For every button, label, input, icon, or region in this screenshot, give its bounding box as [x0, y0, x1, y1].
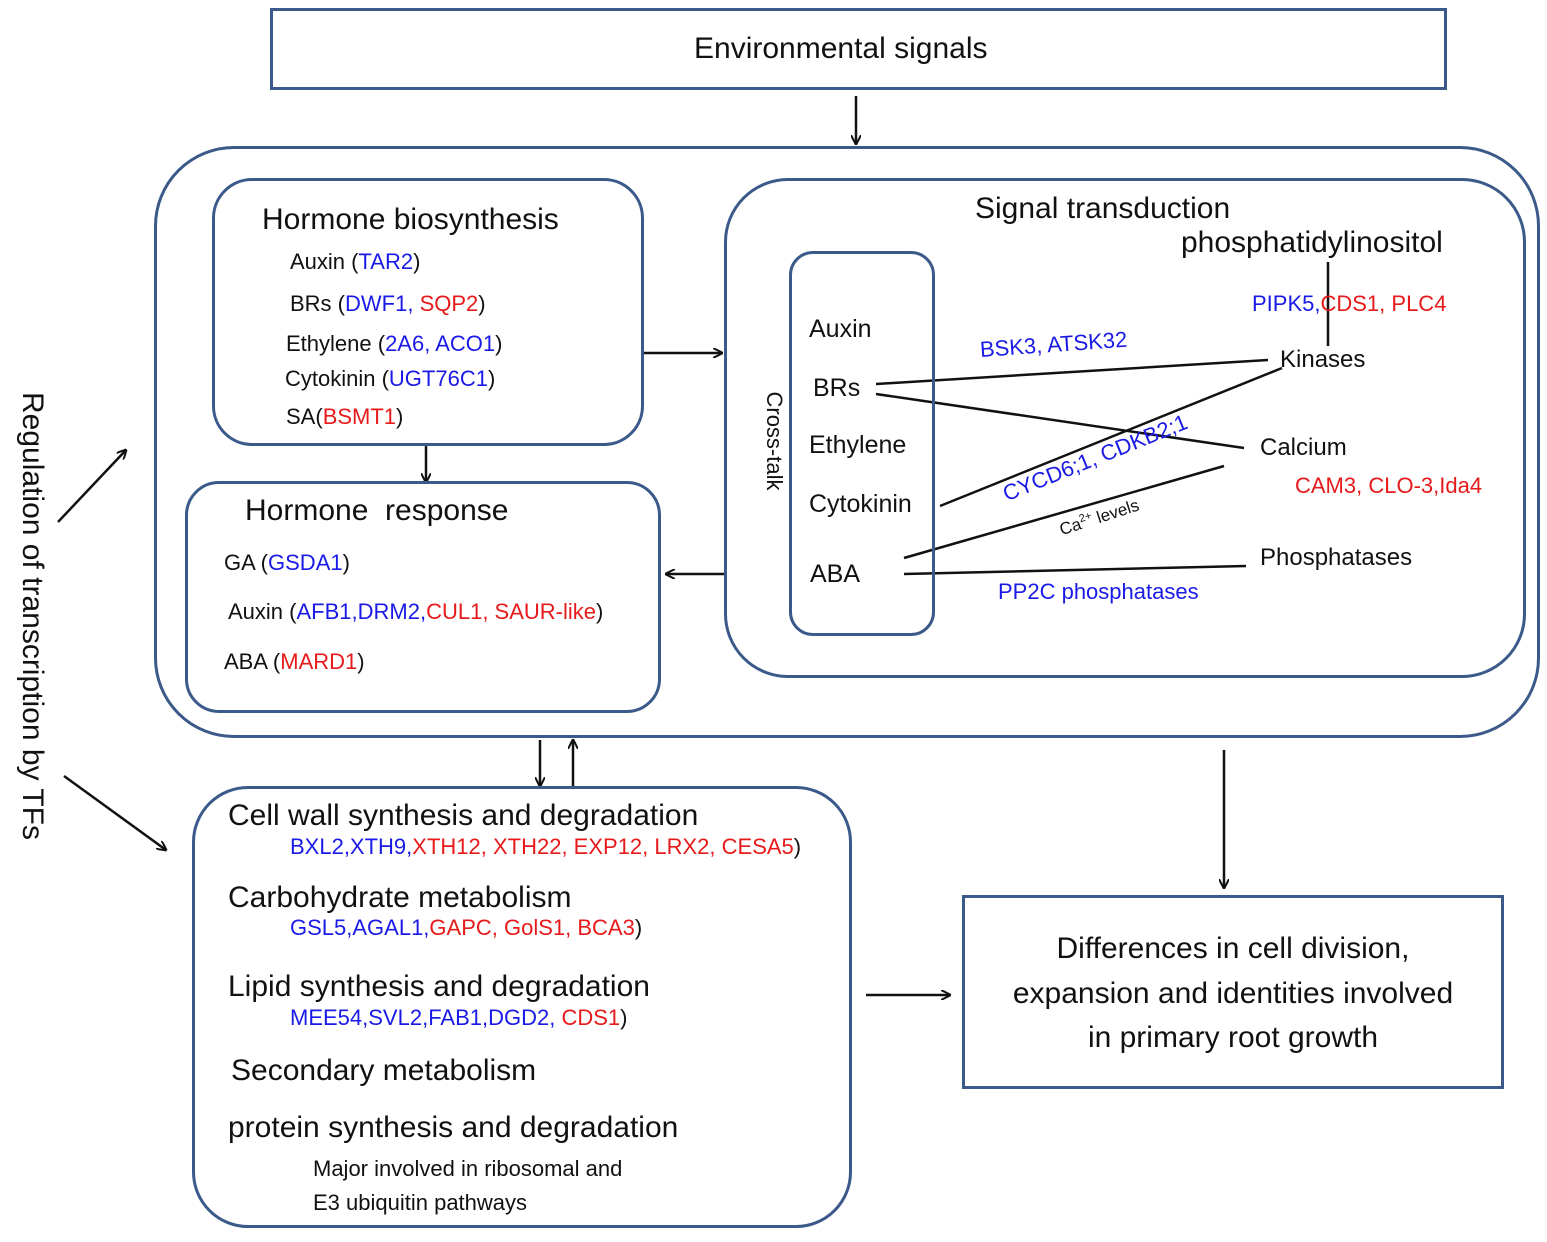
- protein-note-line1: Major involved in ribosomal and: [313, 1156, 623, 1181]
- biosynthesis-row-sa: SA(BSMT1): [286, 404, 404, 429]
- protein-note-line2: E3 ubiquitin pathways: [313, 1190, 528, 1215]
- lipid-genes: MEE54,SVL2,FAB1,DGD2, CDS1): [290, 1005, 628, 1030]
- arrow-tf-to-main: [57, 450, 126, 523]
- response-row-aba: ABA (MARD1): [224, 649, 365, 674]
- cell-wall-genes: BXL2,XTH9,XTH12, XTH22, EXP12, LRX2, CES…: [290, 834, 802, 859]
- crosstalk-item-ethylene: Ethylene: [809, 431, 907, 459]
- signal-transduction-box: [724, 178, 1526, 678]
- outcome-line3: in primary root growth: [1087, 1021, 1379, 1054]
- pp2c-phosphatases-label: PP2C phosphatases: [998, 579, 1199, 604]
- arrow-tf-to-metabolism: [63, 774, 166, 850]
- crosstalk-box: [789, 251, 935, 636]
- biosynthesis-row-ethylene: Ethylene (2A6, ACO1): [286, 331, 503, 356]
- crosstalk-item-aba: ABA: [810, 560, 861, 588]
- response-row-auxin: Auxin (AFB1,DRM2,CUL1, SAUR-like): [228, 599, 604, 624]
- tf-regulation-label: Regulation of transcription by TFs: [16, 392, 49, 840]
- outcome-line1: Differences in cell division,: [1056, 932, 1410, 965]
- hormone-biosynthesis-box: [212, 178, 644, 446]
- signal-transduction-title: Signal transduction: [975, 192, 1231, 225]
- lipid-title: Lipid synthesis and degradation: [228, 970, 650, 1003]
- secondary-metabolism-title: Secondary metabolism: [231, 1054, 537, 1087]
- hormone-response-title: Hormone response: [245, 494, 509, 527]
- kinases-label: Kinases: [1280, 346, 1366, 373]
- crosstalk-item-cytokinin: Cytokinin: [809, 490, 912, 518]
- calcium-genes: CAM3, CLO-3,Ida4: [1295, 473, 1483, 498]
- crosstalk-item-auxin: Auxin: [809, 315, 872, 343]
- phosphatidylinositol-label: phosphatidylinositol: [1181, 226, 1443, 259]
- hormone-response-box: [185, 481, 661, 713]
- biosynthesis-row-cytokinin: Cytokinin (UGT76C1): [285, 366, 496, 391]
- protein-title: protein synthesis and degradation: [228, 1111, 679, 1144]
- phosphatidylinositol-genes: PIPK5,CDS1, PLC4: [1252, 291, 1447, 316]
- crosstalk-item-brs: BRs: [813, 374, 861, 402]
- response-row-ga: GA (GSDA1): [224, 550, 350, 575]
- crosstalk-label: Cross-talk: [762, 391, 787, 491]
- outcome-box: [962, 895, 1504, 1089]
- biosynthesis-row-brs: BRs (DWF1, SQP2): [290, 291, 486, 316]
- metabolism-box: [192, 786, 852, 1228]
- phosphatases-label: Phosphatases: [1260, 544, 1413, 571]
- hormone-signaling-container: [154, 146, 1540, 738]
- outcome-line2: expansion and identities involved: [1012, 977, 1454, 1010]
- carbohydrate-title: Carbohydrate metabolism: [228, 881, 572, 914]
- calcium-label: Calcium: [1260, 434, 1347, 461]
- biosynthesis-row-auxin: Auxin (TAR2): [290, 249, 421, 274]
- environmental-signals-box: [270, 8, 1447, 90]
- environmental-signals-label: Environmental signals: [694, 32, 988, 65]
- cell-wall-title: Cell wall synthesis and degradation: [228, 799, 699, 832]
- carbohydrate-genes: GSL5,AGAL1,GAPC, GolS1, BCA3): [290, 915, 643, 940]
- hormone-biosynthesis-title: Hormone biosynthesis: [262, 203, 559, 236]
